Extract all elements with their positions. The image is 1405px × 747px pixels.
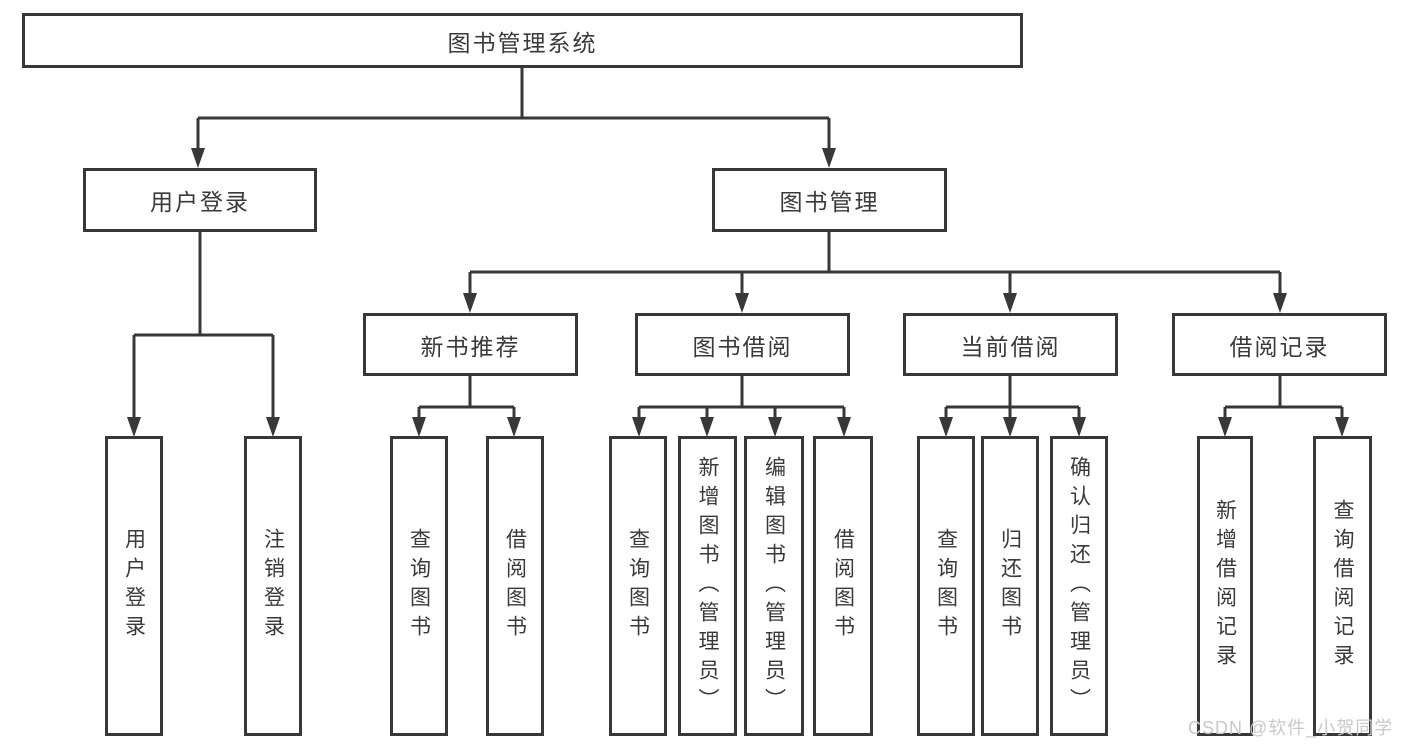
node-book-borrowing: 图书借阅 <box>635 313 850 376</box>
leaf-query-books-current-label: 查询图书 <box>934 528 958 644</box>
leaf-confirm-return-admin-label: 确认归还（管理员） <box>1067 455 1091 717</box>
leaf-add-books-admin-label: 新增图书（管理员） <box>696 455 719 717</box>
leaf-logout-label: 注销登录 <box>261 528 285 644</box>
leaf-borrow-books-recommend: 借阅图书 <box>486 436 544 736</box>
arrowheads <box>127 148 1349 437</box>
leaf-query-books-recommend: 查询图书 <box>390 436 448 736</box>
node-library-system-label: 图书管理系统 <box>447 29 598 56</box>
leaf-query-borrow-record: 查询借阅记录 <box>1313 436 1372 736</box>
leaf-add-borrow-record-label: 新增借阅记录 <box>1213 499 1237 673</box>
node-book-borrowing-label: 图书借阅 <box>692 333 793 360</box>
node-current-borrowing-label: 当前借阅 <box>960 333 1061 360</box>
leaf-confirm-return-admin: 确认归还（管理员） <box>1050 436 1108 736</box>
leaf-logout: 注销登录 <box>244 436 302 736</box>
leaf-query-books-borrow-label: 查询图书 <box>626 528 650 644</box>
connector-paths <box>132 68 1344 421</box>
csdn-watermark: CSDN @软件_小贺同学 <box>1188 718 1394 738</box>
leaf-add-books-admin: 新增图书（管理员） <box>678 436 737 736</box>
leaf-edit-books-admin: 编辑图书（管理员） <box>744 436 804 736</box>
node-current-borrowing: 当前借阅 <box>903 313 1118 376</box>
leaf-edit-books-admin-label: 编辑图书（管理员） <box>762 455 786 717</box>
leaf-borrow-books: 借阅图书 <box>813 436 873 736</box>
node-new-book-recommend: 新书推荐 <box>363 313 578 376</box>
leaf-query-books-current: 查询图书 <box>917 436 975 736</box>
leaf-user-login-label: 用户登录 <box>122 528 146 644</box>
leaf-query-borrow-record-label: 查询借阅记录 <box>1331 499 1354 673</box>
node-book-management-label: 图书管理 <box>779 189 880 215</box>
leaf-query-books-recommend-label: 查询图书 <box>407 528 431 644</box>
leaf-return-books: 归还图书 <box>981 436 1039 736</box>
node-borrowing-records-label: 借阅记录 <box>1229 333 1330 360</box>
node-user-login-label: 用户登录 <box>150 189 250 215</box>
node-book-management: 图书管理 <box>712 168 947 232</box>
leaf-add-borrow-record: 新增借阅记录 <box>1197 436 1253 736</box>
node-library-system: 图书管理系统 <box>22 13 1023 68</box>
leaf-return-books-label: 归还图书 <box>998 528 1022 644</box>
node-new-book-recommend-label: 新书推荐 <box>420 333 521 360</box>
leaf-query-books-borrow: 查询图书 <box>609 436 667 736</box>
leaf-borrow-books-recommend-label: 借阅图书 <box>503 528 527 644</box>
node-borrowing-records: 借阅记录 <box>1172 313 1387 376</box>
leaf-user-login: 用户登录 <box>105 436 163 736</box>
node-user-login: 用户登录 <box>83 168 317 232</box>
leaf-borrow-books-label: 借阅图书 <box>831 528 855 644</box>
